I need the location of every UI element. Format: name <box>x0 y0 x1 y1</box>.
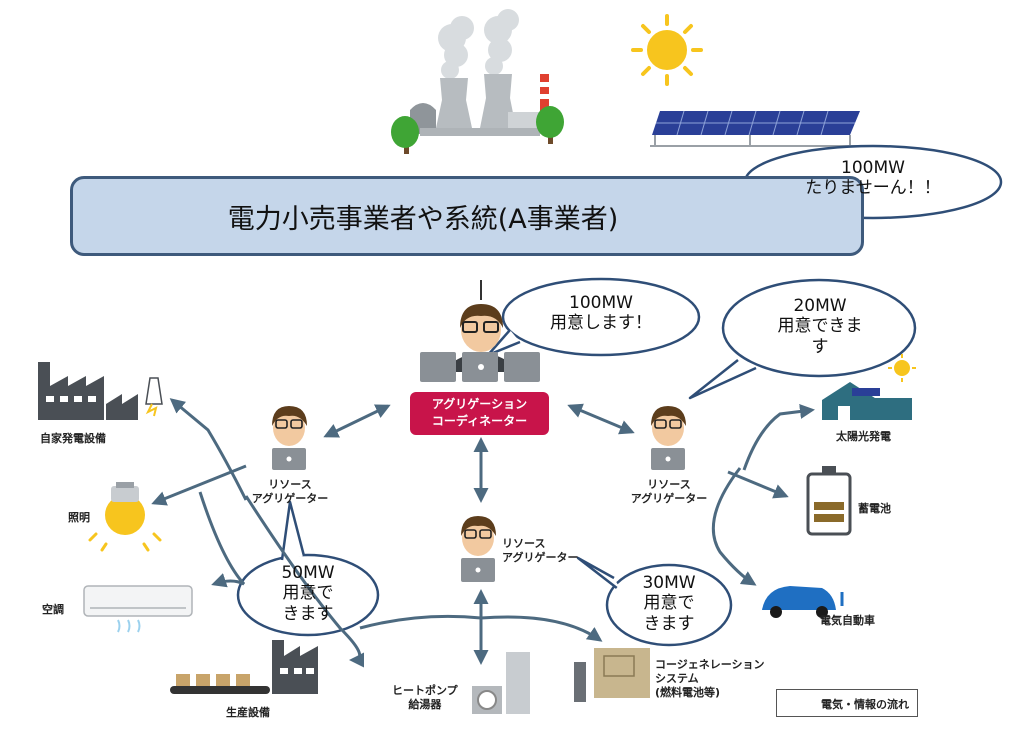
flow-arrows <box>151 280 815 668</box>
aggregator-center-label: リソース アグリゲーター <box>502 537 579 564</box>
bubble-shortage-text: 100MW たりませーん！！ <box>805 158 941 199</box>
cogeneration-icon <box>574 648 650 702</box>
sun-icon <box>631 14 703 86</box>
coordinator-label-line2: コーディネーター <box>431 414 528 428</box>
retailer-banner: 電力小売事業者や系統(A事業者) <box>70 176 864 256</box>
heat-pump-icon <box>472 652 530 714</box>
heat-pump-label: ヒートポンプ 給湯器 <box>392 684 458 711</box>
ev-icon <box>762 586 844 618</box>
ev-label: 電気自動車 <box>820 614 875 627</box>
battery-icon <box>806 466 852 536</box>
private-generation-label: 自家発電設備 <box>40 432 106 445</box>
banner-title: 電力小売事業者や系統(A事業者) <box>227 204 619 235</box>
aggregator-left-label: リソース アグリゲーター <box>251 478 329 505</box>
aggregator-right-person-icon <box>651 406 686 470</box>
private-generation-icon <box>38 362 163 420</box>
bubble-bottom-text: 30MW 用意で きます <box>642 573 696 634</box>
aggregator-center-person-icon <box>461 516 496 582</box>
solar-panel-icon <box>650 110 860 147</box>
bubble-coordinator-text: 100MW 用意します！ <box>550 293 652 334</box>
aggregation-coordinator-box: アグリゲーション コーディネーター <box>410 392 549 435</box>
air-conditioner-icon <box>83 585 193 633</box>
solar-label: 太陽光発電 <box>836 430 891 443</box>
aggregator-left-person-icon <box>272 406 307 470</box>
coordinator-label-line1: アグリゲーション <box>431 397 528 411</box>
production-equipment-icon <box>170 640 318 694</box>
aggregator-right-label: リソース アグリゲーター <box>630 478 708 505</box>
power-plant-icon <box>391 9 564 154</box>
cogeneration-label: コージェネレーション システム (燃料電池等) <box>655 658 765 699</box>
battery-label: 蓄電池 <box>858 502 891 515</box>
lighting-icon <box>88 482 162 552</box>
legend-label: 電気・情報の流れ <box>821 698 909 711</box>
bubble-left-text: 50MW 用意で きます <box>281 563 335 624</box>
solar-house-icon <box>822 354 916 420</box>
air-conditioner-label: 空調 <box>42 603 64 616</box>
lighting-label: 照明 <box>68 511 90 524</box>
production-equipment-label: 生産設備 <box>226 706 270 719</box>
coordinator-person-icon <box>420 304 540 382</box>
bubble-right-text: 20MW 用意できま す <box>777 296 863 357</box>
legend-box: 電気・情報の流れ <box>776 689 918 717</box>
